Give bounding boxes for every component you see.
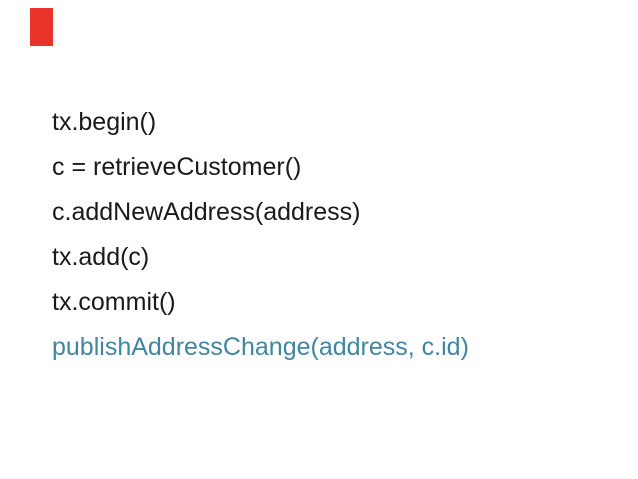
code-line-publish-address-change: publishAddressChange(address, c.id) <box>52 333 469 361</box>
code-block: tx.begin() c = retrieveCustomer() c.addN… <box>52 100 612 370</box>
code-line-add-new-address: c.addNewAddress(address) <box>52 198 361 226</box>
red-highlight-marker <box>30 8 53 46</box>
code-line-tx-add: tx.add(c) <box>52 243 150 271</box>
code-line-tx-commit: tx.commit() <box>52 288 176 316</box>
code-line-retrieve-customer: c = retrieveCustomer() <box>52 153 302 181</box>
code-line-tx-begin: tx.begin() <box>52 108 157 136</box>
